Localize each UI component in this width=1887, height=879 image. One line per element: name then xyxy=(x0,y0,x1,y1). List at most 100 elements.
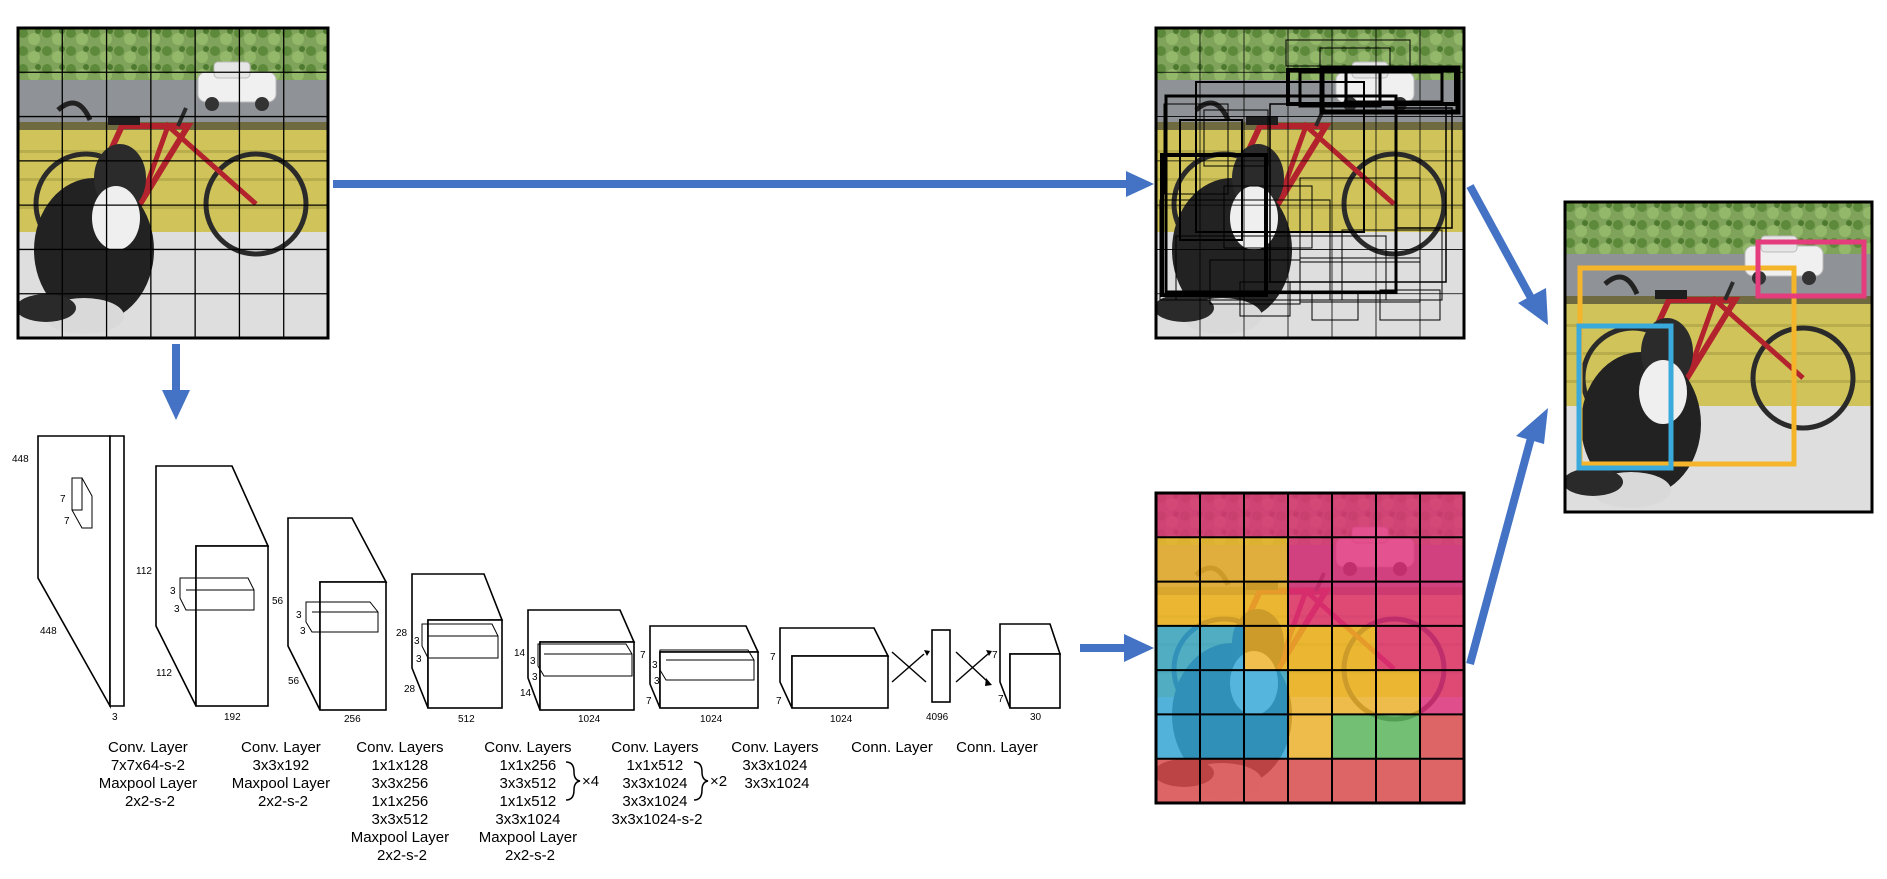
class-cell xyxy=(1332,625,1377,671)
class-cell xyxy=(1200,537,1245,583)
class-cell xyxy=(1200,493,1245,538)
class-cell xyxy=(1332,493,1377,538)
input-image xyxy=(16,26,330,340)
class-cell xyxy=(1376,758,1421,803)
layer-conv1-height: 112 xyxy=(136,566,152,577)
input-grid-overlay xyxy=(18,28,328,338)
candidate-box xyxy=(1239,281,1291,317)
caption-conv3: Conv. Layers 1x1x128 3x3x256 1x1x256 3x3… xyxy=(351,739,454,864)
class-cell xyxy=(1288,581,1333,627)
class-cell xyxy=(1420,537,1464,583)
caption-fc2: Conn. Layer xyxy=(956,739,1038,756)
candidate-box xyxy=(1160,153,1268,297)
class-cell xyxy=(1156,758,1201,803)
class-cell xyxy=(1156,581,1201,627)
layer-fc1: 4096 xyxy=(926,629,951,723)
candidate-box xyxy=(1395,107,1453,229)
candidate-box xyxy=(1341,229,1443,301)
layer-conv6: 7 7 1024 xyxy=(770,627,890,725)
repeat-count-conv5: ×2 xyxy=(710,773,727,790)
layer-conv4-width: 14 xyxy=(520,688,532,699)
layer-input-depth: 3 xyxy=(112,712,118,723)
layer-conv5-width: 7 xyxy=(646,696,652,707)
full-connection-cross xyxy=(955,650,992,686)
layer-conv6-width: 7 xyxy=(776,696,782,707)
class-cell xyxy=(1376,670,1421,715)
candidate-box xyxy=(1163,103,1229,195)
class-cell xyxy=(1332,758,1377,803)
class-cell xyxy=(1288,493,1333,538)
class-cell xyxy=(1420,670,1464,715)
layer-output-width: 7 xyxy=(998,694,1004,705)
class-cell xyxy=(1200,625,1245,671)
layer-conv1: 112 112 192 3 3 xyxy=(136,465,270,723)
class-grid-overlay xyxy=(1156,493,1464,803)
repeat-brace xyxy=(693,761,709,801)
caption-conv4: Conv. Layers 1x1x256 3x3x512 1x1x512 3x3… xyxy=(479,739,582,864)
class-cell xyxy=(1244,625,1289,671)
layer-captions: Conv. Layer 7x7x64-s-2 Maxpool Layer 2x2… xyxy=(99,739,1038,864)
kernel-size-label: 3 xyxy=(296,610,302,621)
layer-output-height: 7 xyxy=(992,650,998,661)
kernel-size-label: 7 xyxy=(60,494,66,505)
class-map-frame xyxy=(1154,491,1466,805)
class-cell xyxy=(1376,625,1421,671)
caption-conv2: Conv. Layer 3x3x192 Maxpool Layer 2x2-s-… xyxy=(232,739,335,810)
layer-conv5-depth: 1024 xyxy=(700,714,723,725)
kernel-size-label: 3 xyxy=(170,586,176,597)
candidate-box xyxy=(1379,289,1441,321)
kernel-size-label: 3 xyxy=(654,676,660,687)
layer-conv3-depth: 512 xyxy=(458,714,475,725)
arrow-icon xyxy=(333,171,1154,197)
class-cell xyxy=(1244,714,1289,760)
class-cell xyxy=(1332,537,1377,583)
class-cell xyxy=(1288,758,1333,803)
class-cell xyxy=(1244,670,1289,715)
candidate-box xyxy=(1195,81,1365,233)
arrow-icon xyxy=(1466,408,1548,666)
kernel-size-label: 3 xyxy=(416,654,422,665)
dog-detection-box xyxy=(1576,323,1674,471)
class-cell xyxy=(1156,493,1201,538)
car-detection-box xyxy=(1755,239,1867,299)
candidate-box xyxy=(1269,103,1447,283)
class-cell xyxy=(1244,758,1289,803)
class-cell xyxy=(1332,714,1377,760)
layer-input: 448 448 3 7 7 xyxy=(12,435,125,723)
class-cell xyxy=(1288,714,1333,760)
class-cell xyxy=(1420,581,1464,627)
candidate-box xyxy=(1179,119,1243,241)
class-cell xyxy=(1156,625,1201,671)
repeat-count-conv4: ×4 xyxy=(582,773,599,790)
class-cell xyxy=(1332,581,1377,627)
kernel-size-label: 3 xyxy=(300,626,306,637)
candidate-box xyxy=(1311,291,1359,321)
class-cell xyxy=(1156,714,1201,760)
layer-conv1-width: 112 xyxy=(156,668,172,679)
candidate-box xyxy=(1285,39,1411,67)
candidate-box xyxy=(1344,70,1444,104)
layer-conv2-width: 56 xyxy=(288,676,300,687)
class-cell xyxy=(1156,670,1201,715)
class-cell xyxy=(1200,670,1245,715)
candidate-boxes xyxy=(1159,39,1461,321)
kernel-size-label: 3 xyxy=(532,672,538,683)
class-cell xyxy=(1200,581,1245,627)
class-cell xyxy=(1244,537,1289,583)
candidate-box xyxy=(1319,47,1391,71)
layer-conv6-depth: 1024 xyxy=(830,714,853,725)
layer-conv6-height: 7 xyxy=(770,652,776,663)
repeat-brace xyxy=(565,761,581,801)
class-cell xyxy=(1200,758,1245,803)
caption-conv5: Conv. Layers 1x1x512 3x3x1024 3x3x1024 3… xyxy=(611,739,702,828)
kernel-size-label: 3 xyxy=(652,660,658,671)
layer-conv2: 56 56 256 3 3 xyxy=(272,517,388,725)
bounding-boxes-image xyxy=(1154,26,1466,340)
candidate-box xyxy=(1203,109,1269,167)
final-detections-image xyxy=(1563,200,1874,514)
class-cell xyxy=(1288,670,1333,715)
layer-conv3-width: 28 xyxy=(404,684,416,695)
candidate-box xyxy=(1223,185,1313,249)
class-cell xyxy=(1288,625,1333,671)
